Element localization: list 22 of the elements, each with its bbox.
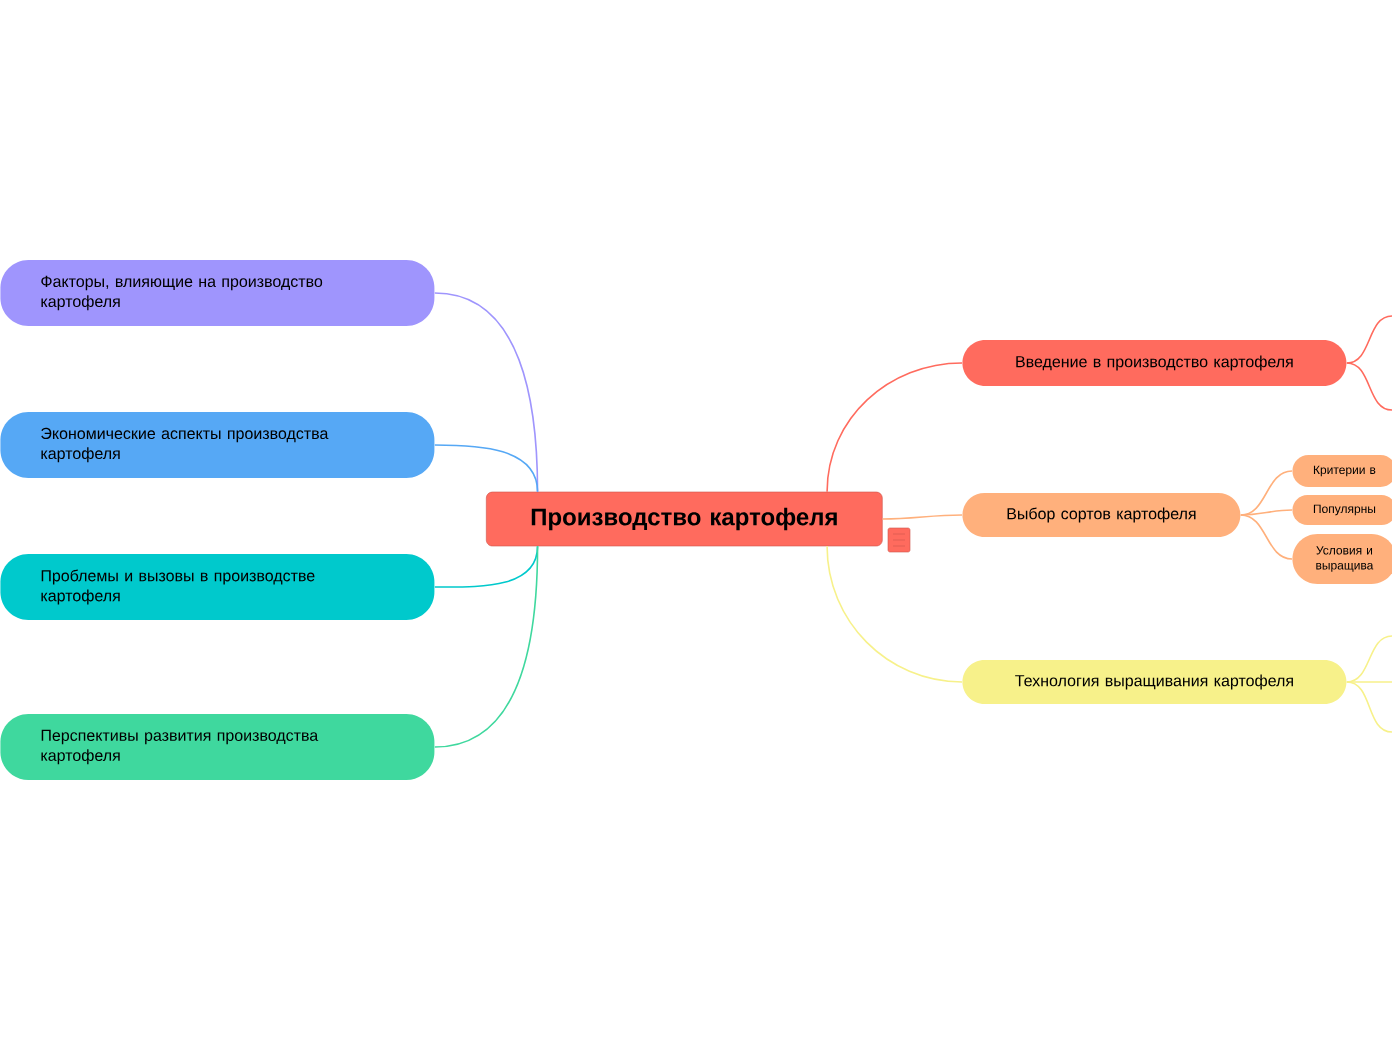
central-topic-box: Производство картофеля xyxy=(486,491,883,547)
connector xyxy=(826,362,963,493)
connector xyxy=(1346,681,1392,683)
connector xyxy=(1240,509,1293,516)
connector xyxy=(881,514,963,520)
topic-box: Введение в производство картофеля xyxy=(962,340,1347,386)
topic-box: Выбор сортов картофеля xyxy=(962,493,1241,537)
connector xyxy=(1346,681,1392,733)
connector xyxy=(1240,470,1293,516)
topic-box: Перспективы развития производства картофеля xyxy=(0,714,435,780)
connector xyxy=(434,444,539,493)
topic-box: Проблемы и вызовы в производстве картофеля xyxy=(0,554,435,620)
connector xyxy=(434,545,539,588)
connector xyxy=(1240,514,1293,560)
topic-box: Факторы, влияющие на производство картофеля xyxy=(0,260,435,326)
topic-box: Экономические аспекты производства картофеля xyxy=(0,412,435,478)
connector xyxy=(826,545,963,683)
connector xyxy=(1346,362,1392,411)
connector xyxy=(1346,635,1392,683)
connector xyxy=(434,545,539,748)
connector xyxy=(1346,315,1392,364)
topic-box: Технология выращивания картофеля xyxy=(962,660,1347,704)
